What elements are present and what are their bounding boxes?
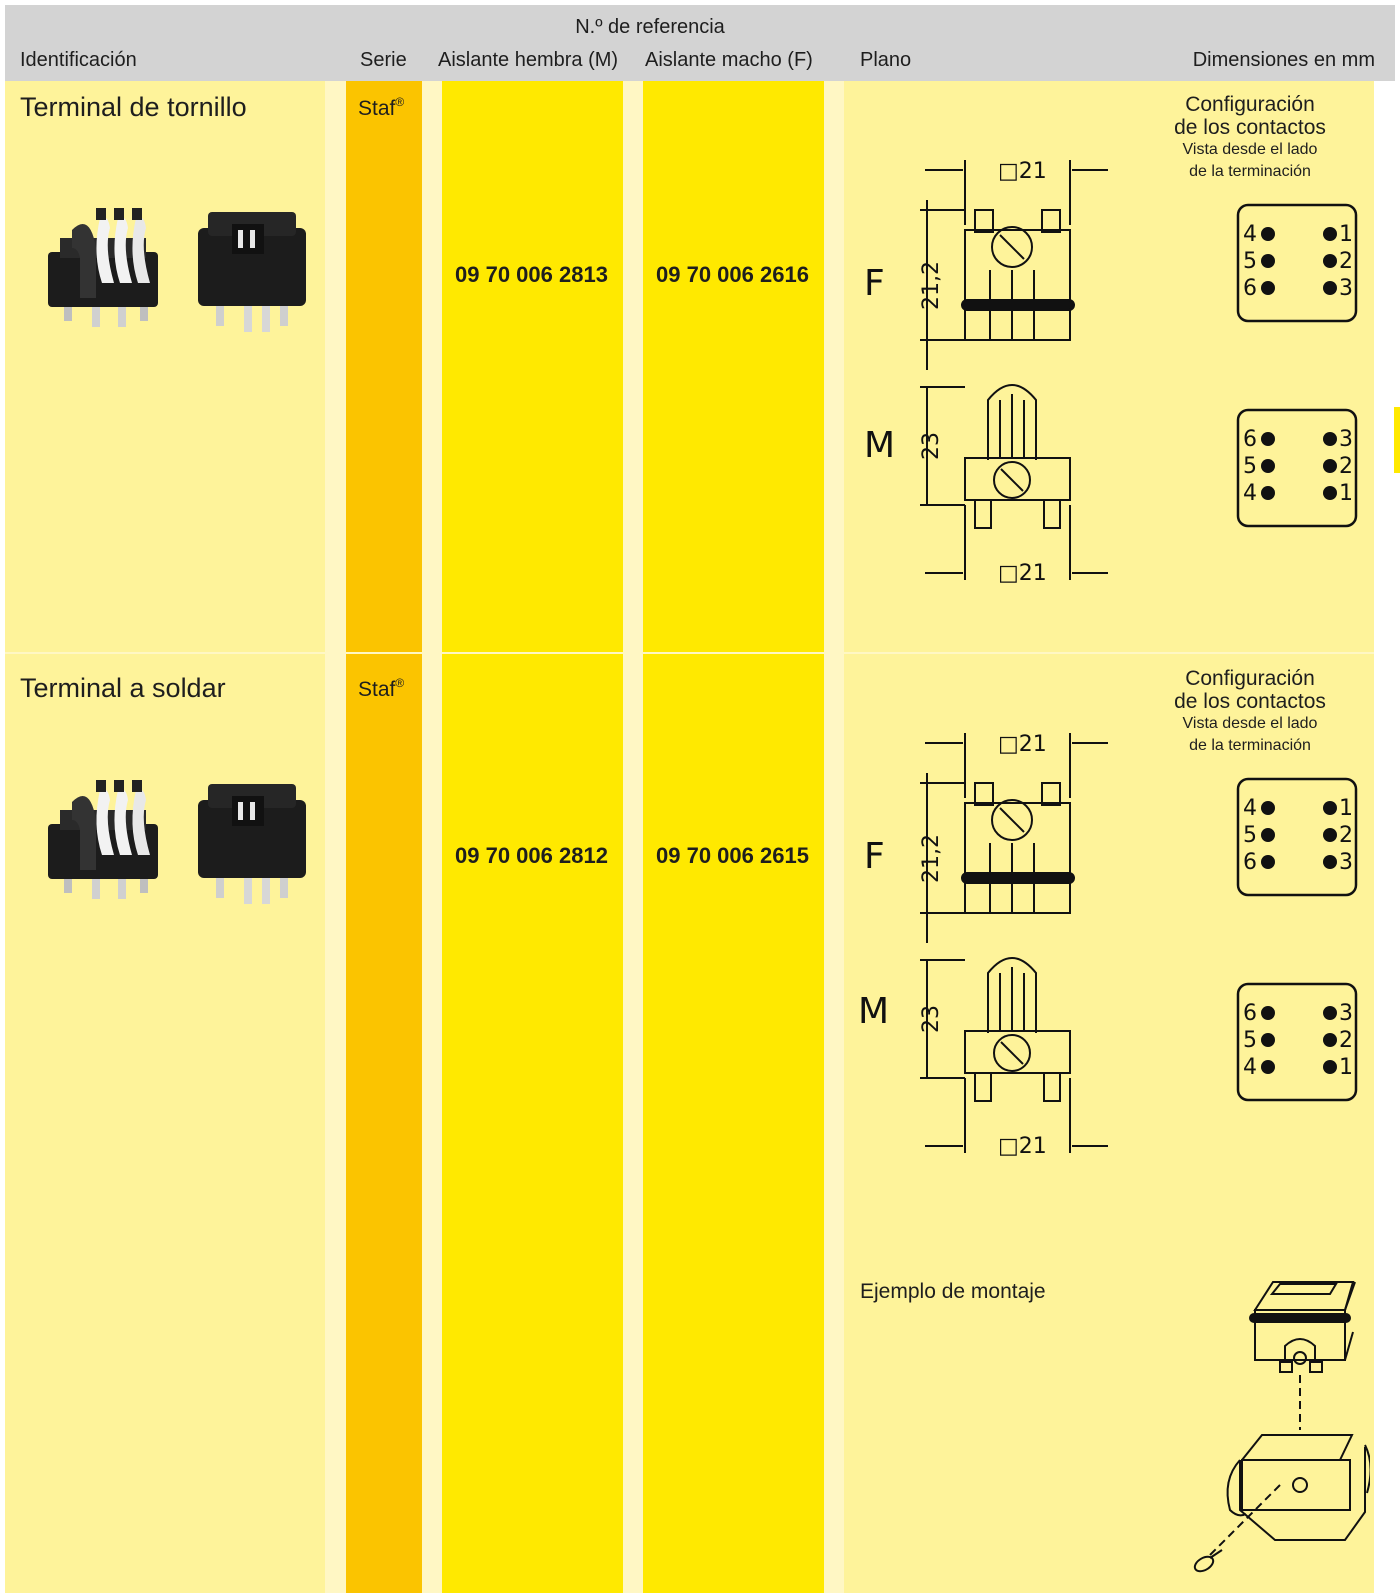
svg-text:2: 2 [1339,454,1353,479]
contact-configuration-block: Configuración de los contactos Vista des… [1140,667,1360,757]
svg-text:6: 6 [1243,1001,1257,1026]
male-insert-icon [198,212,306,332]
label-f: F [864,836,885,877]
config-title-line2: de los contactos [1174,116,1326,139]
technical-drawing: □21 F 21,2 M 23 □21 [858,732,1108,1159]
svg-text:4: 4 [1243,796,1257,821]
hembra-part-number: 09 70 006 2813 [455,262,608,287]
column-gap [325,81,346,1593]
svg-text:2: 2 [1339,1028,1353,1053]
serie-column-bg [346,81,422,1593]
dim-square-top: □21 [998,732,1047,757]
dim-height-m: 23 [919,1005,944,1033]
svg-text:4: 4 [1243,222,1257,247]
label-f: F [864,263,885,304]
reference-group-heading: N.º de referencia [575,16,725,38]
config-sub-line2: de la terminación [1189,737,1311,754]
pin-layout-m: 6 5 4 3 2 1 [1236,982,1358,1102]
product-photo-solder-terminal [48,780,306,904]
config-title-line1: Configuración [1185,93,1315,116]
technical-drawing: □21 F 21,2 M 23 □21 [864,159,1108,586]
contact-configuration-block: Configuración de los contactos Vista des… [1140,93,1360,183]
svg-text:5: 5 [1243,454,1257,479]
pin-layout-f: 4 5 6 1 2 3 [1236,777,1358,897]
svg-text:1: 1 [1339,1055,1353,1080]
header-dimensiones: Dimensiones en mm [1192,49,1375,71]
dim-square-top: □21 [998,159,1047,184]
svg-text:5: 5 [1243,249,1257,274]
header-identificacion: Identificación [20,49,137,71]
mounting-example-label: Ejemplo de montaje [860,1280,1046,1303]
dim-square-bottom: □21 [998,561,1047,586]
svg-text:6: 6 [1243,427,1257,452]
dim-square-bottom: □21 [998,1134,1047,1159]
header-serie: Serie [360,49,407,71]
dim-height-f: 21,2 [919,261,944,310]
plano-column-bg [844,81,1374,1593]
label-m: M [858,991,889,1032]
header-plano: Plano [860,49,912,71]
config-sub-line2: de la terminación [1189,163,1311,180]
column-gap [824,81,844,1593]
column-gap [422,81,442,1593]
svg-text:2: 2 [1339,823,1353,848]
svg-text:4: 4 [1243,481,1257,506]
side-tab-marker [1394,407,1400,473]
svg-text:3: 3 [1339,850,1353,875]
svg-text:1: 1 [1339,796,1353,821]
row-separator [5,652,1374,654]
pin-layout-m: 6 5 4 3 2 1 [1236,408,1358,528]
female-insert-icon [48,208,158,327]
svg-text:3: 3 [1339,427,1353,452]
config-title-line1: Configuración [1185,667,1315,690]
svg-text:3: 3 [1339,276,1353,301]
dim-height-f: 21,2 [919,834,944,883]
mounting-example-drawing [1193,1281,1370,1573]
header-aislante-hembra: Aislante hembra (M) [438,49,619,71]
serie-label: Staf® [358,95,405,120]
svg-text:5: 5 [1243,823,1257,848]
svg-text:6: 6 [1243,276,1257,301]
row-title: Terminal de tornillo [20,92,247,122]
macho-column-bg [643,81,824,1593]
config-title-line2: de los contactos [1174,690,1326,713]
config-sub-line1: Vista desde el lado [1182,715,1318,732]
svg-text:5: 5 [1243,1028,1257,1053]
macho-part-number: 09 70 006 2615 [656,843,809,868]
row-title: Terminal a soldar [20,673,226,703]
male-insert-icon [198,784,306,904]
dim-height-m: 23 [919,432,944,460]
serie-label: Staf® [358,676,405,701]
svg-text:6: 6 [1243,850,1257,875]
female-insert-icon [48,780,158,899]
pin-layout-f: 4 5 6 1 2 3 [1236,203,1358,323]
svg-text:2: 2 [1339,249,1353,274]
product-photo-screw-terminal [48,208,306,332]
macho-part-number: 09 70 006 2616 [656,262,809,287]
svg-text:3: 3 [1339,1001,1353,1026]
svg-text:1: 1 [1339,481,1353,506]
label-m: M [864,425,895,466]
column-gap [623,81,643,1593]
svg-text:4: 4 [1243,1055,1257,1080]
hembra-column-bg [442,81,623,1593]
header-aislante-macho: Aislante macho (F) [645,49,813,71]
table-header: N.º de referencia Identificación Serie A… [5,5,1395,81]
config-sub-line1: Vista desde el lado [1182,141,1318,158]
hembra-part-number: 09 70 006 2812 [455,843,608,868]
svg-text:1: 1 [1339,222,1353,247]
